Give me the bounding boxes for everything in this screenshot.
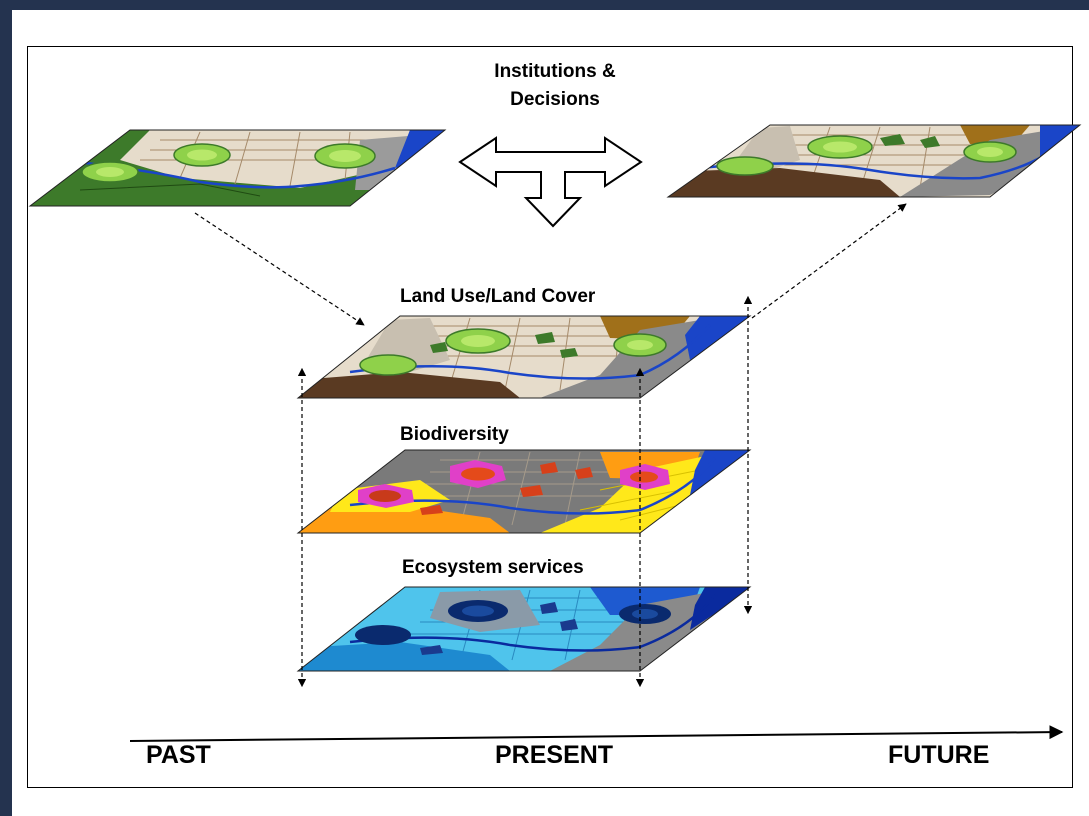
land-use-label: Land Use/Land Cover bbox=[400, 286, 596, 307]
ecosystem-services-layer-map bbox=[296, 586, 752, 672]
decisions-label: Decisions bbox=[510, 89, 600, 110]
past-to-present-arrow bbox=[194, 212, 365, 326]
institutions-label: Institutions & bbox=[494, 61, 616, 82]
timeline-future-label: FUTURE bbox=[888, 741, 990, 769]
institutions-decisions-label: Institutions & Decisions bbox=[470, 58, 640, 114]
future-land-map bbox=[666, 124, 1082, 198]
top-border-bar bbox=[0, 0, 1089, 10]
land-use-layer-map bbox=[296, 315, 752, 399]
ecosystem-services-label: Ecosystem services bbox=[402, 557, 584, 578]
timeline-arrow bbox=[129, 725, 1064, 742]
present-to-future-arrow bbox=[751, 203, 907, 319]
biodiversity-layer-map bbox=[296, 449, 752, 534]
institutions-arrow-icon bbox=[458, 136, 643, 228]
biodiversity-label: Biodiversity bbox=[400, 424, 509, 445]
past-land-map bbox=[28, 129, 447, 207]
timeline-present-label: PRESENT bbox=[495, 741, 614, 769]
timeline-past-label: PAST bbox=[146, 741, 211, 769]
left-border-bar bbox=[0, 0, 12, 816]
